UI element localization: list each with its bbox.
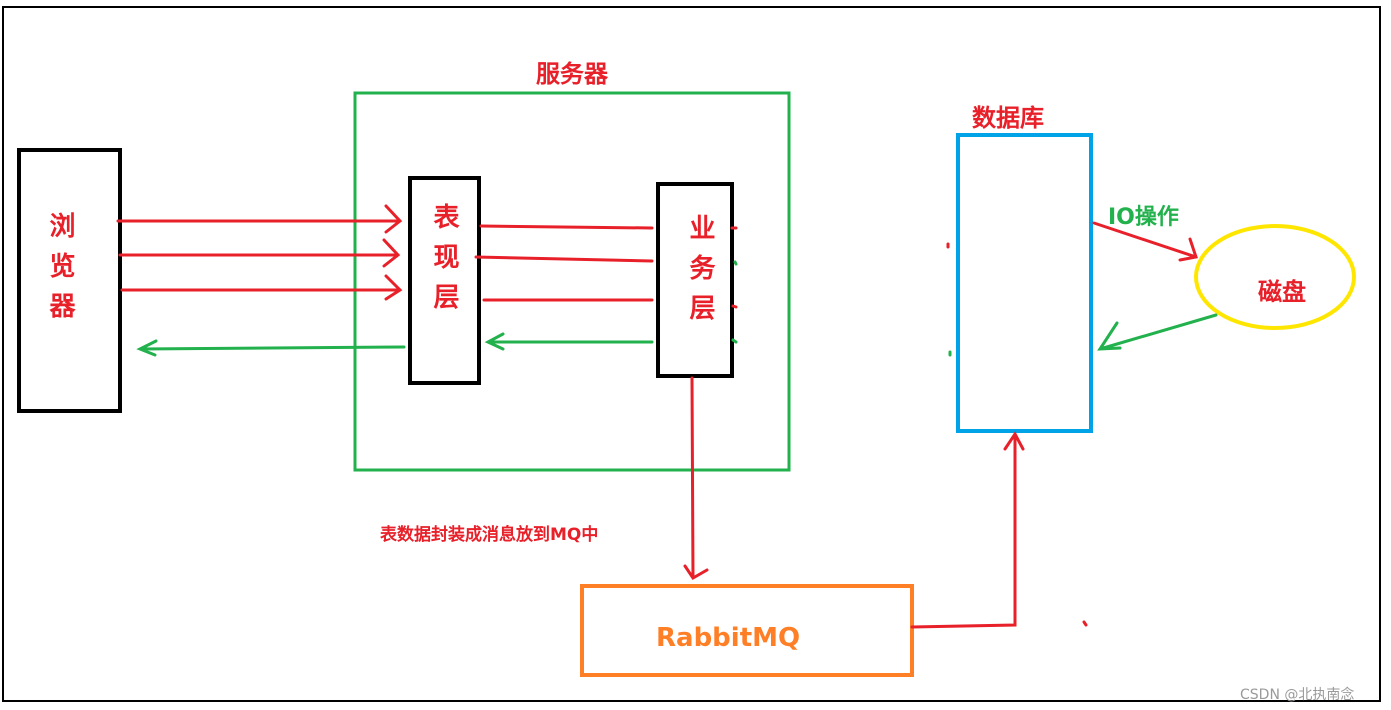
tick-marks [730, 226, 1088, 627]
rabbitmq-box [580, 584, 914, 677]
business-layer-label: 业务层 [685, 214, 715, 334]
database-box [956, 133, 1093, 433]
presentation-to-business-lines [474, 224, 654, 302]
presentation-to-browser-arrow [136, 339, 406, 357]
presentation-layer-box [408, 176, 481, 385]
rabbitmq-label: RabbitMQ [656, 623, 801, 653]
database-title: 数据库 [972, 104, 1044, 132]
watermark: CSDN @北执南念 [1240, 687, 1355, 703]
browser-box [17, 148, 122, 413]
server-box [353, 91, 791, 472]
browser-to-presentation-arrows [116, 204, 403, 301]
diagram-frame [2, 6, 1381, 702]
business-to-presentation-arrow [484, 332, 654, 351]
business-layer-box [656, 182, 734, 378]
io-operation-label: IO操作 [1108, 205, 1179, 230]
mq-note-label: 表数据封装成消息放到MQ中 [380, 525, 599, 545]
browser-label: 浏览器 [45, 212, 75, 332]
rabbitmq-to-database-arrow [910, 431, 1025, 629]
presentation-layer-label: 表现层 [429, 203, 459, 323]
database-to-disk-arrow [1092, 221, 1198, 262]
disk-label: 磁盘 [1258, 278, 1306, 306]
disk-to-database-arrow [1097, 313, 1218, 351]
business-to-rabbitmq-arrow [683, 376, 709, 580]
server-title: 服务器 [536, 60, 608, 88]
disk-ellipse [1194, 224, 1356, 330]
